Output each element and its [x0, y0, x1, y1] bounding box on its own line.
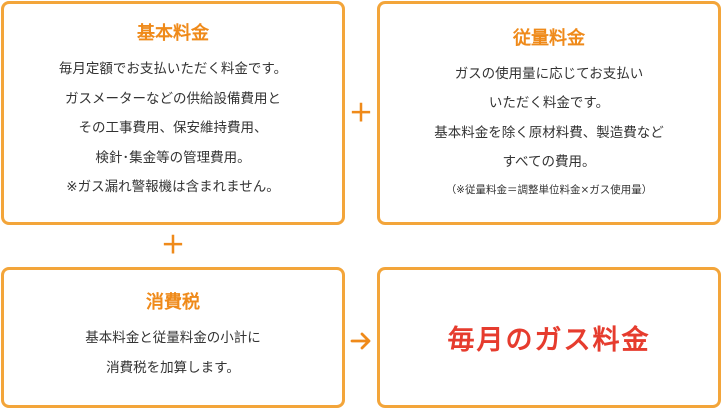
usage-fee-line: すべての費用。 — [502, 154, 596, 170]
consumption-tax-line: 消費税を加算します。 — [106, 359, 240, 376]
base-fee-line: ガスメーターなどの供給設備費用と — [65, 90, 281, 107]
usage-fee-line: ガスの使用量に応じてお支払い — [454, 65, 644, 82]
plus-icon: ＋ — [349, 99, 373, 127]
consumption-tax-line: 基本料金と従量料金の小計に — [85, 330, 261, 346]
base-fee-line: その工事費用、保安維持費用、 — [78, 120, 268, 137]
base-fee-line: ※ガス漏れ警報機は含まれません。 — [66, 179, 280, 196]
consumption-tax-title: 消費税 — [146, 292, 200, 313]
right-arrow-icon — [349, 329, 373, 353]
base-fee-title: 基本料金 — [137, 23, 209, 45]
plus-icon: ＋ — [161, 231, 185, 259]
usage-fee-formula-note: （※従量料金＝調整単位料金×ガス使用量） — [445, 183, 653, 196]
base-fee-line: 毎月定額でお支払いただく料金です。 — [58, 61, 288, 78]
usage-fee-description: ガスの使用量に応じてお支払い いただく料金です。 基本料金を除く原材料費、製造費… — [434, 60, 664, 178]
usage-fee-line: いただく料金です。 — [488, 95, 610, 111]
consumption-tax-box: 消費税 基本料金と従量料金の小計に 消費税を加算します。 — [1, 267, 345, 408]
base-fee-line: 検針･集金等の管理費用。 — [95, 149, 251, 166]
monthly-gas-fee-box: 毎月のガス料金 — [377, 267, 721, 408]
usage-fee-box: 従量料金 ガスの使用量に応じてお支払い いただく料金です。 基本料金を除く原材料… — [377, 1, 721, 225]
usage-fee-line: 基本料金を除く原材料費、製造費など — [434, 124, 664, 141]
base-fee-description: 毎月定額でお支払いただく料金です。 ガスメーターなどの供給設備費用と その工事費… — [59, 55, 287, 203]
monthly-gas-fee-label: 毎月のガス料金 — [447, 325, 651, 356]
consumption-tax-description: 基本料金と従量料金の小計に 消費税を加算します。 — [85, 324, 261, 383]
usage-fee-title: 従量料金 — [513, 27, 585, 49]
base-fee-box: 基本料金 毎月定額でお支払いただく料金です。 ガスメーターなどの供給設備費用と … — [1, 1, 345, 225]
